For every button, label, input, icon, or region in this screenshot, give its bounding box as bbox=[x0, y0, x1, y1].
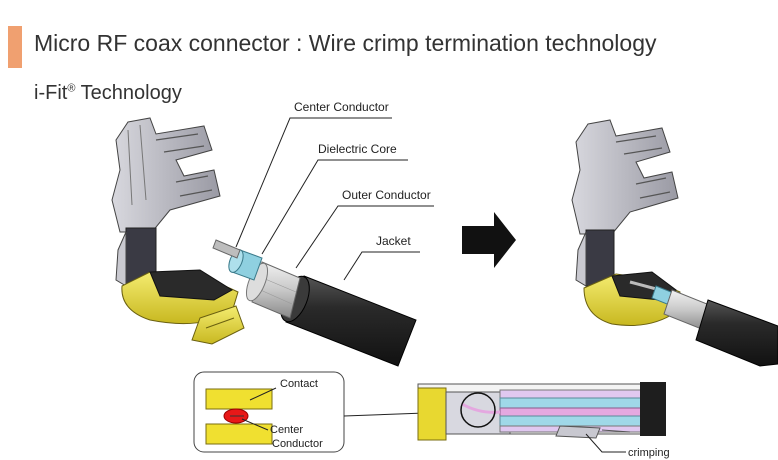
cross-section: crimping bbox=[417, 382, 670, 459]
right-arrow-icon bbox=[462, 212, 516, 268]
subtitle-rest: Technology bbox=[75, 82, 182, 104]
contact-detail-box: Contact Center Conductor bbox=[193, 371, 345, 453]
detail-center-label: Center bbox=[270, 424, 303, 436]
connector-after bbox=[571, 119, 778, 367]
subtitle-brand: i-Fit bbox=[34, 82, 68, 104]
coax-cable bbox=[212, 239, 417, 367]
detail-conductor-label: Conductor bbox=[272, 438, 323, 450]
callout-dielectric-core: Dielectric Core bbox=[318, 142, 397, 156]
page-subtitle: i-Fit® Technology bbox=[34, 82, 182, 105]
detail-contact-label: Contact bbox=[280, 378, 318, 390]
callout-jacket: Jacket bbox=[376, 234, 411, 248]
callout-outer-conductor: Outer Conductor bbox=[342, 188, 431, 202]
callout-center-conductor: Center Conductor bbox=[294, 100, 389, 114]
registered-mark: ® bbox=[67, 82, 76, 95]
connector-before bbox=[111, 117, 245, 345]
page-title: Micro RF coax connector : Wire crimp ter… bbox=[34, 30, 657, 56]
crimping-label: crimping bbox=[628, 447, 670, 459]
callout-lines bbox=[235, 117, 434, 281]
title-accent-bar bbox=[8, 26, 22, 68]
